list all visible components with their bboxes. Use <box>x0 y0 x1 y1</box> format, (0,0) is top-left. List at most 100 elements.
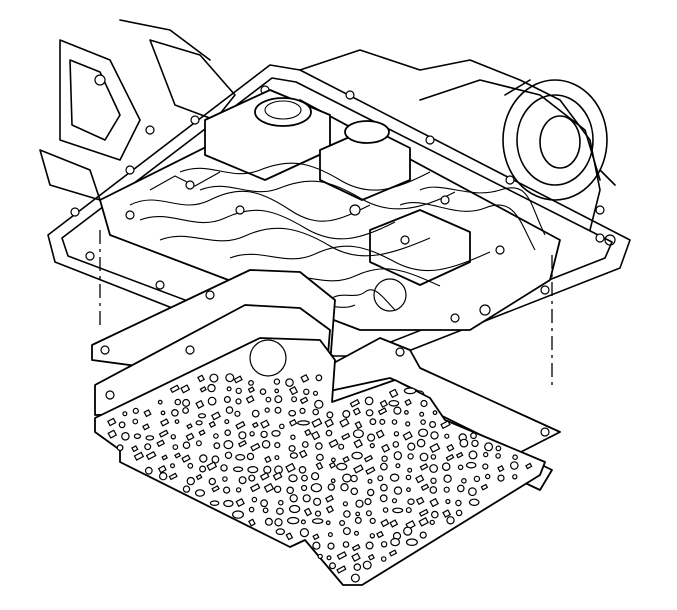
gasket-hole <box>459 438 469 448</box>
gasket-hole <box>223 440 234 450</box>
gasket-hole <box>419 411 425 417</box>
gasket-hole <box>210 411 221 421</box>
gasket-hole <box>207 383 216 393</box>
gasket-hole <box>158 472 168 481</box>
gasket-hole <box>473 475 481 483</box>
gasket-hole <box>354 530 360 536</box>
gasket-hole <box>259 472 270 481</box>
gasket-hole <box>382 507 389 513</box>
gasket-hole <box>301 441 309 448</box>
gasket-hole <box>224 429 232 437</box>
gasket-hole <box>238 476 247 485</box>
gasket-hole <box>211 485 220 493</box>
gasket-hole <box>121 431 130 441</box>
gasket-hole <box>353 464 364 474</box>
gasket-hole <box>343 510 351 518</box>
gasket-hole <box>420 419 426 425</box>
gasket-hole <box>248 474 256 482</box>
gasket-hole <box>235 497 245 508</box>
gasket-hole <box>388 388 399 399</box>
gasket-hole <box>209 373 219 383</box>
gasket-hole <box>247 466 259 474</box>
gasket-hole <box>468 498 480 506</box>
gasket-hole <box>329 562 337 570</box>
gasket-hole <box>336 462 348 471</box>
gasket-hole <box>232 510 245 519</box>
gasket-hole <box>312 533 320 541</box>
gasket-hole <box>271 430 281 437</box>
gasket-hole <box>355 511 361 517</box>
gasket-hole <box>289 494 298 503</box>
gasket-hole <box>272 471 283 481</box>
gasket-hole <box>143 409 152 418</box>
gasket-perforations <box>107 373 533 583</box>
gasket-hole <box>405 507 412 514</box>
gasket-hole <box>301 484 308 492</box>
gasket-hole <box>211 455 220 464</box>
gasket-hole <box>430 431 439 440</box>
gasket-hole <box>495 445 502 452</box>
gasket-hole <box>336 551 348 561</box>
gasket-hole <box>107 417 117 427</box>
gasket-hole <box>369 533 375 539</box>
gasket-hole <box>145 435 155 441</box>
gasket-hole <box>380 518 390 528</box>
gasket-hole <box>199 465 207 473</box>
gasket-hole <box>161 454 168 461</box>
gasket-hole <box>377 407 388 416</box>
gasket-hole <box>278 423 285 430</box>
gasket-hole <box>182 407 190 414</box>
gasket-hole <box>265 396 272 403</box>
gasket-hole <box>419 452 429 462</box>
gasket-hole <box>234 410 241 417</box>
gasket-hole <box>355 499 364 508</box>
gasket-hole <box>289 452 298 459</box>
gasket-hole <box>364 396 374 406</box>
gasket-hole <box>311 472 320 481</box>
gasket-hole <box>482 463 489 470</box>
gasket-hole <box>419 531 427 539</box>
gasket-hole <box>393 451 402 461</box>
gasket-hole <box>445 498 451 505</box>
gasket-hole <box>312 390 319 396</box>
gasket-hole <box>416 438 426 448</box>
gasket-hole <box>480 483 489 491</box>
gasket-hole <box>312 408 320 416</box>
gasket-hole <box>391 498 398 504</box>
gasket-hole <box>326 411 334 419</box>
gasket-hole <box>407 467 413 473</box>
gasket-hole <box>367 433 376 442</box>
gasket-hole <box>118 421 126 429</box>
gasket-hole <box>169 384 180 394</box>
transmission-case <box>39 19 631 371</box>
gasket-hole <box>206 461 218 471</box>
gasket-hole <box>395 463 401 469</box>
gasket-hole <box>380 556 387 562</box>
gasket-hole <box>380 541 388 548</box>
gasket-hole <box>441 462 451 472</box>
gasket-hole <box>245 395 255 404</box>
gasket-hole <box>132 418 139 425</box>
gasket-hole <box>260 419 270 429</box>
gasket-hole <box>328 438 339 449</box>
gasket-hole <box>485 473 491 480</box>
gasket-hole <box>303 507 313 517</box>
gasket-hole <box>199 454 208 463</box>
gasket-hole <box>302 494 311 503</box>
gasket-hole <box>388 549 398 557</box>
gasket-hole <box>405 474 412 481</box>
gasket-hole <box>331 457 336 463</box>
gasket-hole <box>314 399 324 409</box>
gasket-hole <box>274 388 280 394</box>
gasket-hole <box>249 483 261 493</box>
gasket-hole <box>470 432 477 440</box>
gasket-hole <box>209 500 220 507</box>
gasket-hole <box>314 510 322 517</box>
gasket-hole <box>299 527 309 538</box>
gasket-hole <box>142 423 150 431</box>
gasket-hole <box>263 482 275 493</box>
gasket-hole <box>349 398 361 408</box>
gasket-hole <box>342 541 350 548</box>
gasket-hole <box>208 477 216 486</box>
